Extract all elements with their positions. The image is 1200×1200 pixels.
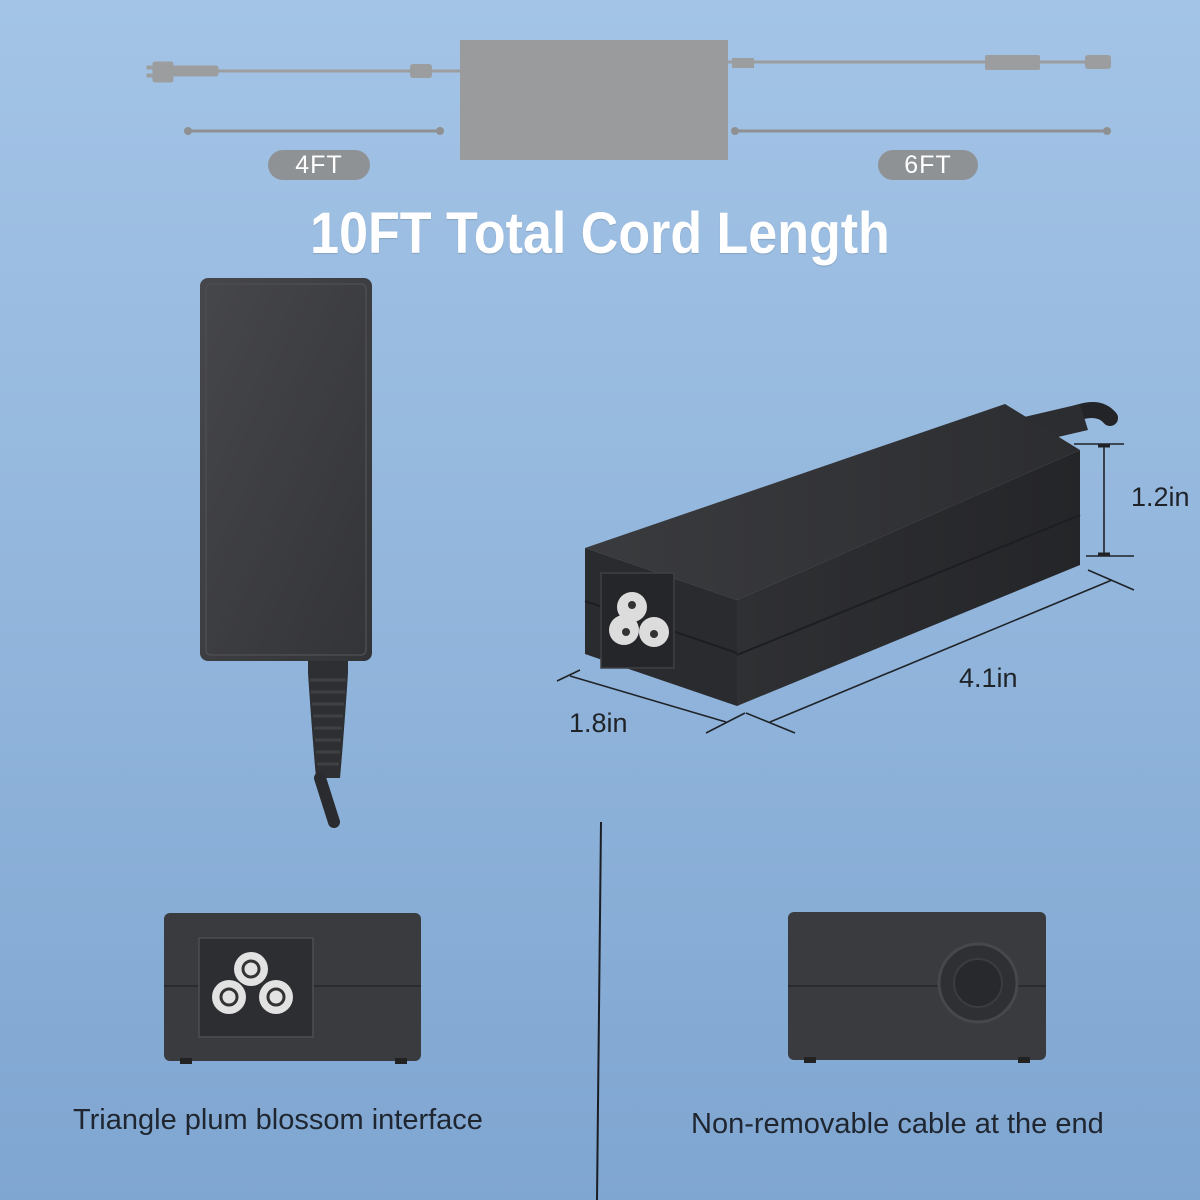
adapter-cable-end-view	[788, 912, 1046, 1063]
socket-icon	[600, 572, 675, 669]
cable-caption: Non-removable cable at the end	[691, 1108, 1104, 1140]
plum-blossom-socket-icon	[212, 952, 293, 1014]
ac-cord-length-label: 4FT	[268, 150, 370, 180]
dimension-lines	[556, 443, 1135, 734]
dc-ferrite-icon	[985, 55, 1040, 70]
headline: 10FT Total Cord Length	[310, 201, 890, 267]
strain-relief-icon	[410, 64, 432, 78]
measure-line-ac	[184, 127, 444, 135]
adapter-silhouette	[460, 40, 728, 160]
dc-cord-length-label: 6FT	[878, 150, 978, 180]
height-dimension-label: 1.2in	[1131, 482, 1190, 512]
length-dimension-label: 4.1in	[959, 663, 1018, 693]
ac-plug-icon	[146, 61, 219, 83]
socket-caption: Triangle plum blossom interface	[73, 1104, 483, 1136]
divider	[596, 821, 602, 1200]
measure-line-dc	[731, 127, 1111, 135]
adapter-socket-end-view	[164, 913, 421, 1064]
adapter-top-view	[200, 278, 372, 828]
cord-length-diagram	[146, 40, 1111, 160]
adapter-perspective-view	[584, 402, 1118, 706]
cable-grommet-icon	[937, 942, 1019, 1024]
dc-tip-icon	[1085, 55, 1111, 69]
width-dimension-label: 1.8in	[569, 708, 628, 738]
